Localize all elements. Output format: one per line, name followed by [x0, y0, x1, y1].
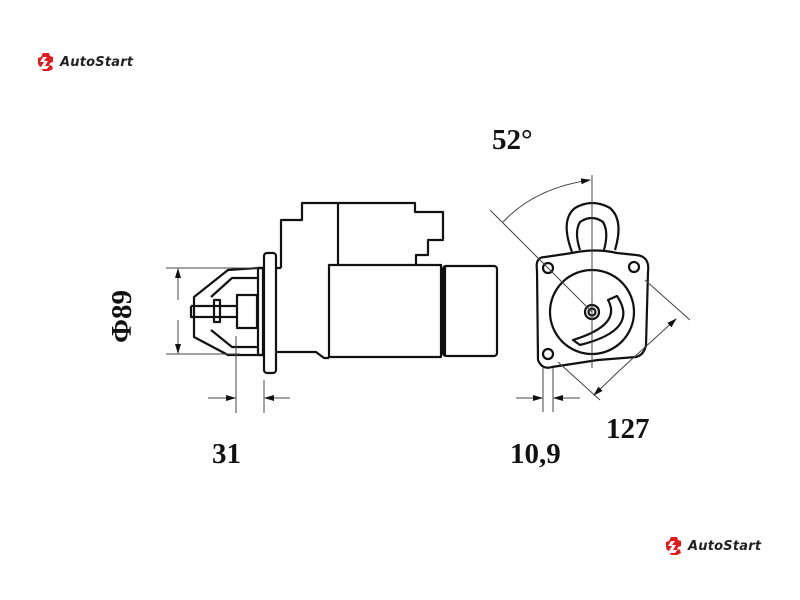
end-view [489, 175, 691, 412]
gear-bolt-icon [38, 53, 53, 71]
brand-name: AutoStart [688, 538, 762, 554]
brand-logo-bottom: AutoStart [664, 536, 761, 556]
brand-logo-top: AutoStart [36, 52, 133, 72]
flange-thickness-label: 10,9 [510, 438, 561, 470]
diameter-label: Φ89 [106, 289, 139, 344]
gear-bolt-icon [666, 537, 681, 555]
side-view [166, 201, 499, 413]
bolt-spacing-label: 127 [606, 413, 650, 445]
angle-label: 52° [492, 124, 533, 156]
brand-name: AutoStart [60, 54, 134, 70]
flange-offset-label: 31 [212, 438, 241, 470]
